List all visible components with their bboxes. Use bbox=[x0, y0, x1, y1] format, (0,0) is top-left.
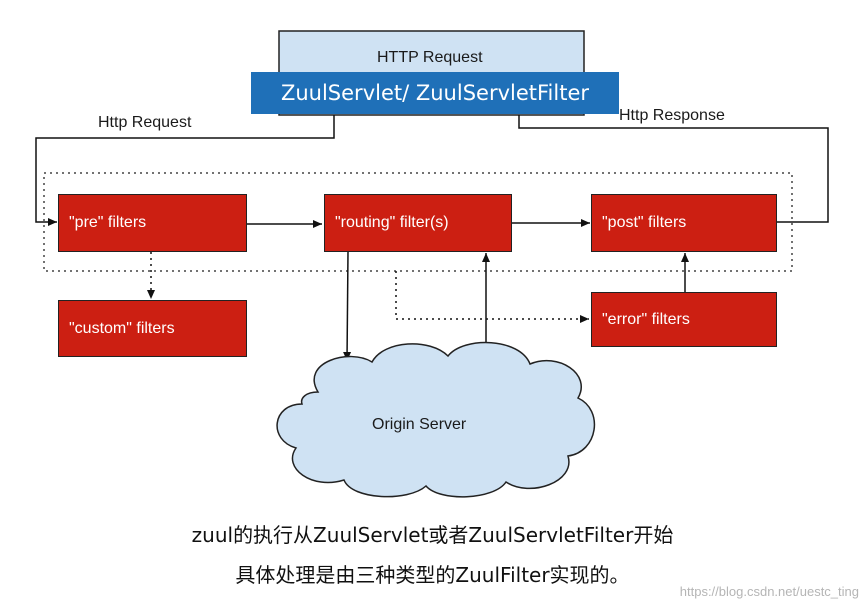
error-filters-box: "error" filters bbox=[591, 292, 777, 347]
origin-server-cloud bbox=[276, 341, 596, 498]
http-response-edge-label: Http Response bbox=[619, 107, 725, 124]
custom-filters-box: "custom" filters bbox=[58, 300, 247, 357]
pre-filters-box: "pre" filters bbox=[58, 194, 247, 252]
http-request-box-title: HTTP Request bbox=[377, 49, 483, 66]
post-filters-box: "post" filters bbox=[591, 194, 777, 252]
caption-line-2: 具体处理是由三种类型的ZuulFilter实现的。 bbox=[235, 563, 630, 587]
filter-group-outline bbox=[43, 172, 793, 272]
custom-filters-label: "custom" filters bbox=[69, 319, 175, 337]
routing-to-origin-edge bbox=[343, 251, 352, 362]
http-request-edge-label: Http Request bbox=[98, 114, 192, 131]
routing-filters-box: "routing" filter(s) bbox=[324, 194, 512, 252]
origin-server-label: Origin Server bbox=[372, 416, 467, 433]
http-request-edge bbox=[35, 115, 335, 226]
to-error-edge bbox=[395, 271, 589, 323]
routing-filters-label: "routing" filter(s) bbox=[335, 214, 449, 231]
zuul-servlet-banner: ZuulServlet/ ZuulServletFilter bbox=[251, 72, 619, 114]
watermark: https://blog.csdn.net/uestc_ting bbox=[679, 584, 859, 599]
post-filters-label: "post" filters bbox=[602, 214, 687, 231]
pre-filters-label: "pre" filters bbox=[69, 214, 147, 231]
caption-line-1: zuul的执行从ZuulServlet或者ZuulServletFilter开始 bbox=[191, 523, 674, 547]
http-response-edge bbox=[518, 115, 829, 223]
zuul-servlet-banner-label: ZuulServlet/ ZuulServletFilter bbox=[280, 81, 590, 105]
error-filters-label: "error" filters bbox=[602, 310, 690, 328]
